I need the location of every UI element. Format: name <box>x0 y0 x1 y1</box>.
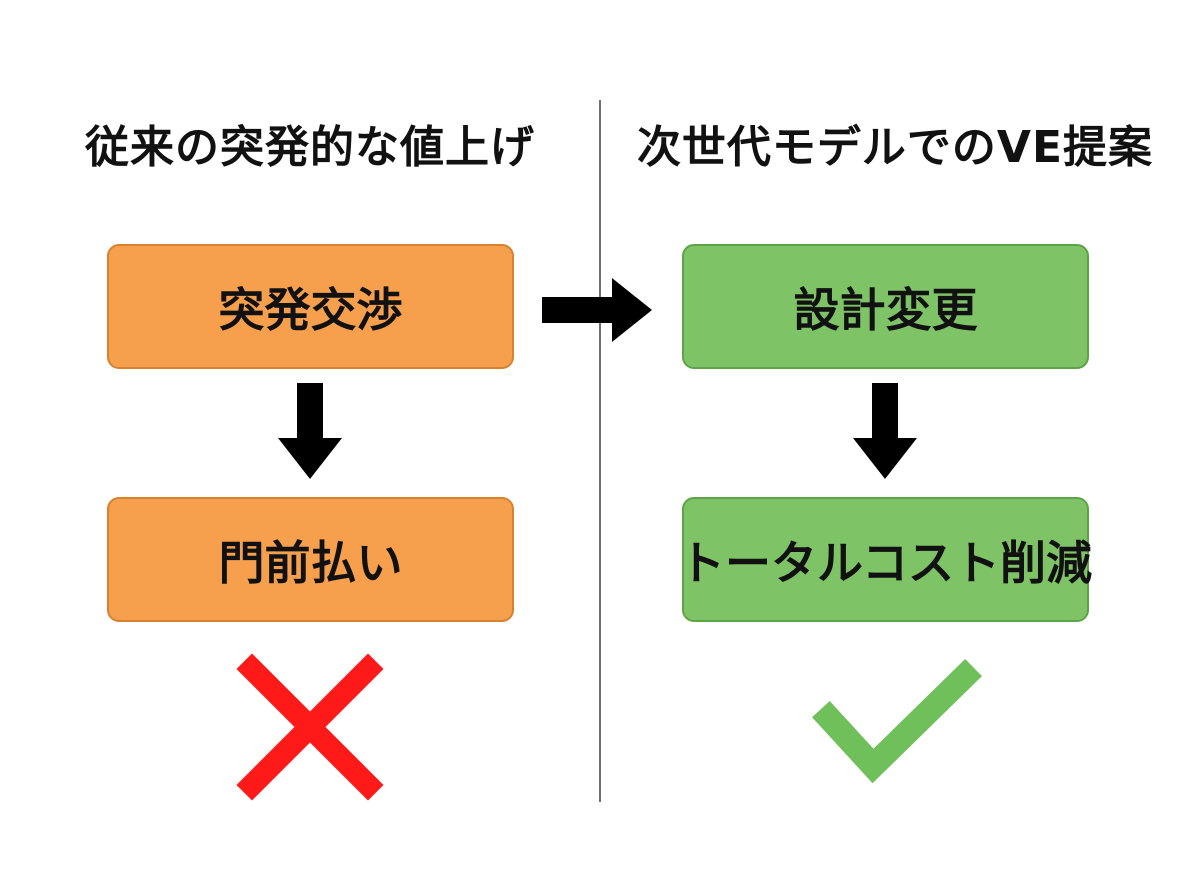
right-step-1-box: 設計変更 <box>682 244 1089 369</box>
left-step-2-box: 門前払い <box>107 497 514 622</box>
right-step-2-label: トータルコスト削減 <box>678 535 1093 590</box>
left-step-1-label: 突発交渉 <box>218 282 403 337</box>
right-heading: 次世代モデルでのVE提案 <box>636 122 1154 173</box>
left-step-2-label: 門前払い <box>218 535 403 590</box>
red-cross-icon <box>236 653 384 801</box>
left-down-arrow-icon <box>278 383 342 479</box>
right-step-1-label: 設計変更 <box>793 282 978 337</box>
right-step-2-box: トータルコスト削減 <box>678 497 1093 622</box>
green-check-icon <box>812 659 982 784</box>
center-right-arrow-icon <box>542 278 652 342</box>
center-divider <box>599 100 601 802</box>
left-heading: 従来の突発的な値上げ <box>85 122 535 173</box>
right-down-arrow-icon <box>853 383 917 479</box>
left-step-1-box: 突発交渉 <box>107 244 514 369</box>
